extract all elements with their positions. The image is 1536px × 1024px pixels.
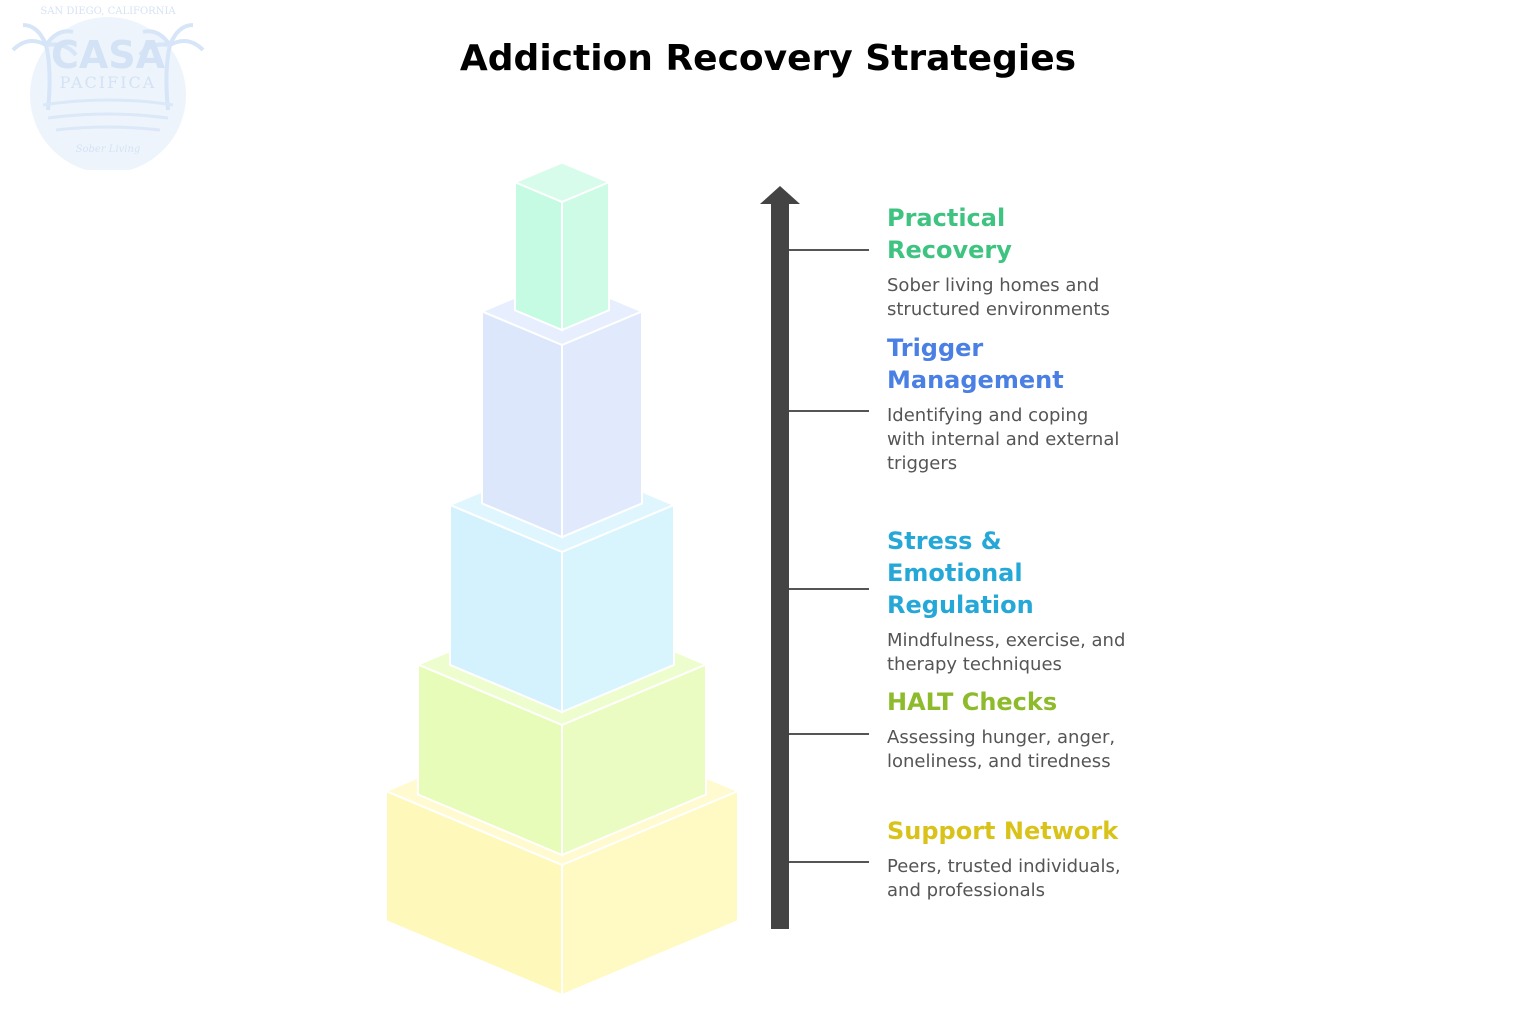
block-right-face <box>561 503 675 714</box>
block-right-face <box>561 180 610 332</box>
block-right-face <box>561 789 739 997</box>
level-description-line: Peers, trusted individuals, <box>887 856 1121 877</box>
casa-pacifica-logo: SAN DIEGO, CALIFORNIA CASA PACIFICA Sobe… <box>11 6 205 170</box>
level-description-line: Identifying and coping <box>887 405 1089 426</box>
level-description-line: Assessing hunger, anger, <box>887 727 1116 748</box>
logo-waves <box>42 98 174 132</box>
level-support-network: Support Network Peers, trusted individua… <box>887 815 1137 903</box>
level-description: Sober living homes and structured enviro… <box>887 274 1137 322</box>
level-halt-checks: HALT Checks Assessing hunger, anger, lon… <box>887 686 1137 774</box>
level-description-line: structured environments <box>887 299 1110 320</box>
level-trigger-management: Trigger Management Identifying and copin… <box>887 332 1137 476</box>
level-title-line: Trigger <box>887 334 984 362</box>
block-right-face <box>561 663 707 857</box>
level-stress-emotional-regulation: Stress & Emotional Regulation Mindfulnes… <box>887 525 1137 677</box>
level-title-line: Practical Recovery <box>887 204 1012 264</box>
page-title: Addiction Recovery Strategies <box>459 38 1077 79</box>
level-description-line: loneliness, and tiredness <box>887 751 1111 772</box>
logo-palm-right-icon <box>138 23 205 111</box>
level-title: Trigger Management <box>887 332 1137 396</box>
logo-top-text: SAN DIEGO, CALIFORNIA <box>40 6 176 17</box>
level-description: Peers, trusted individuals, and professi… <box>887 855 1137 903</box>
level-title: HALT Checks <box>887 686 1137 718</box>
level-description-line: triggers <box>887 453 958 474</box>
logo-tagline: Sober Living <box>76 144 141 155</box>
level-title-line: Regulation <box>887 591 1034 619</box>
logo-palm-left-icon <box>11 23 78 111</box>
level-practical-recovery: Practical Recovery Sober living homes an… <box>887 202 1137 322</box>
arrow-shaft <box>771 200 789 929</box>
level-description-line: Mindfulness, exercise, and <box>887 630 1126 651</box>
level-title-line: Stress & Emotional <box>887 527 1023 587</box>
arrow-head-icon <box>760 186 800 204</box>
level-description: Assessing hunger, anger, loneliness, and… <box>887 726 1137 774</box>
block-practical-recovery <box>512 161 612 332</box>
level-description-line: therapy techniques <box>887 654 1062 675</box>
level-description-line: and professionals <box>887 880 1046 901</box>
block-trigger-management <box>479 276 645 539</box>
level-title: Support Network <box>887 815 1137 847</box>
level-description: Identifying and coping with internal and… <box>887 404 1137 476</box>
level-title-line: HALT Checks <box>887 688 1058 716</box>
logo-line2: PACIFICA <box>60 73 157 92</box>
block-right-face <box>561 309 643 539</box>
level-title-line: Management <box>887 366 1064 394</box>
level-title-line: Support Network <box>887 817 1119 845</box>
level-description-line: with internal and external <box>887 429 1120 450</box>
level-title: Stress & Emotional Regulation <box>887 525 1137 621</box>
level-title: Practical Recovery <box>887 202 1137 266</box>
level-description-line: Sober living homes and <box>887 275 1100 296</box>
level-description: Mindfulness, exercise, and therapy techn… <box>887 629 1137 677</box>
logo-line1: CASA <box>51 33 166 77</box>
logo-circle <box>30 17 186 170</box>
